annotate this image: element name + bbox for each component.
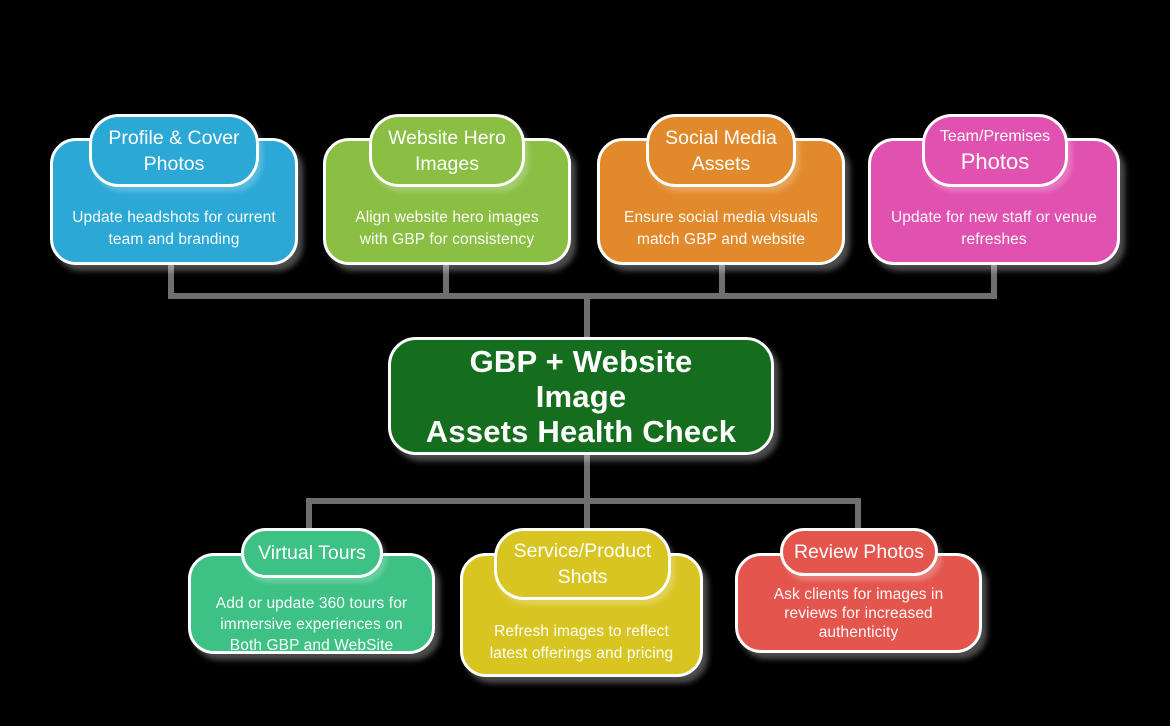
connector-center-bottom-drop — [584, 450, 590, 504]
node-review-photos-tab: Review Photos — [780, 528, 938, 576]
center-title-line: Image — [535, 378, 627, 414]
title-line: Virtual Tours — [258, 542, 366, 564]
connector-bottom-drop-middle — [584, 504, 590, 536]
node-social-media-assets-card: Ensure social media visuals match GBP an… — [597, 138, 845, 265]
body-line: Both GBP and WebSite — [229, 637, 394, 654]
connector-top-stub-3 — [719, 262, 725, 299]
node-service-product-shots-tab: Service/Product Shots — [494, 528, 671, 600]
connector-center-top-drop — [584, 299, 590, 341]
node-team-premises-photos-tab: Team/Premises Photos — [922, 114, 1068, 187]
title-line: Profile & Cover — [108, 126, 240, 149]
body-line: immersive experiences on — [220, 616, 403, 633]
center-title-line: Assets Health Check — [425, 413, 737, 449]
connector-top-bus — [168, 293, 997, 299]
node-profile-cover-photos-tab: Profile & Cover Photos — [89, 114, 259, 187]
title-line: Social Media — [665, 126, 777, 149]
title-line: Website Hero — [388, 126, 506, 149]
title-line: Service/Product — [513, 540, 652, 562]
connector-bottom-drop-left — [306, 504, 312, 546]
node-body-text: Align website hero images with GBP for c… — [326, 207, 568, 251]
connector-top-stub-1 — [168, 262, 174, 299]
body-line: Align website hero images — [355, 209, 539, 226]
body-line: Update headshots for current — [72, 209, 276, 226]
center-title-line: GBP + Website — [469, 343, 693, 379]
title-line: Photos — [960, 149, 1030, 174]
body-line: match GBP and website — [636, 231, 806, 248]
body-line: Update for new staff or venue — [891, 209, 1097, 226]
body-line: Add or update 360 tours for — [215, 595, 408, 612]
connector-bottom-bus — [306, 498, 861, 504]
title-line: Shots — [557, 566, 608, 588]
title-line: Images — [415, 152, 479, 175]
body-line: refreshes — [961, 231, 1027, 248]
body-line: team and branding — [108, 231, 240, 248]
body-line: authenticity — [818, 624, 899, 641]
body-line: latest offerings and pricing — [489, 645, 674, 662]
body-line: Ask clients for images in — [773, 586, 944, 603]
node-body-text: Update headshots for current team and br… — [53, 207, 295, 251]
body-line: with GBP for consistency — [359, 231, 535, 248]
body-line: Ensure social media visuals — [624, 209, 818, 226]
node-website-hero-images-tab: Website Hero Images — [369, 114, 525, 187]
connector-top-stub-4 — [991, 262, 997, 299]
title-line: Photos — [143, 152, 205, 175]
body-line: Refresh images to reflect — [494, 623, 669, 640]
node-body-text: Update for new staff or venue refreshes — [871, 207, 1117, 251]
node-body-text: Add or update 360 tours for immersive ex… — [191, 593, 432, 656]
node-body-text: Refresh images to reflect latest offerin… — [463, 621, 700, 665]
title-line: Review Photos — [793, 541, 925, 563]
connector-bottom-drop-right — [855, 504, 861, 546]
node-virtual-tours-tab: Virtual Tours — [241, 528, 383, 578]
node-social-media-assets-tab: Social Media Assets — [646, 114, 796, 187]
connector-top-stub-2 — [443, 262, 449, 299]
body-line: reviews for increased — [784, 605, 933, 622]
title-line: Assets — [691, 152, 751, 175]
node-body-text: Ask clients for images in reviews for in… — [738, 585, 979, 642]
node-center-card: GBP + Website Image Assets Health Check — [388, 337, 774, 455]
node-body-text: Ensure social media visuals match GBP an… — [600, 207, 842, 251]
title-line: Team/Premises — [939, 128, 1051, 145]
